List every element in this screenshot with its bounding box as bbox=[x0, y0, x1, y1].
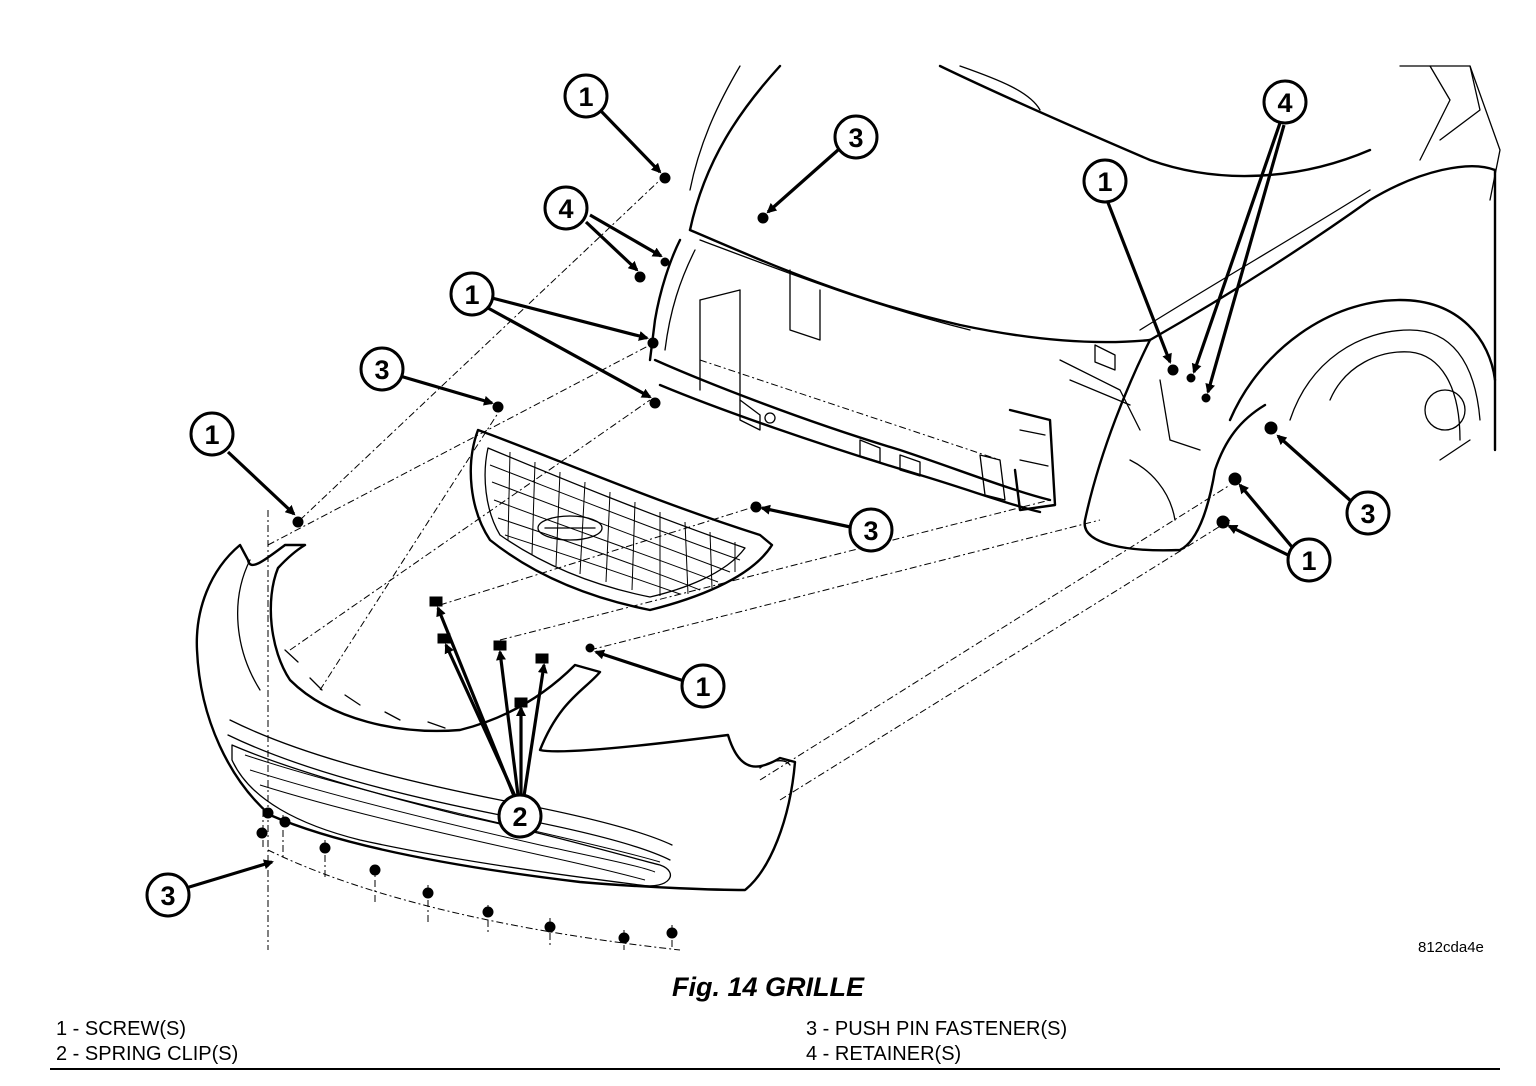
push-pin-marker bbox=[256, 827, 268, 839]
callout-1: 1 bbox=[1082, 158, 1128, 204]
push-pin-marker bbox=[422, 887, 434, 899]
grille-mesh bbox=[489, 451, 741, 596]
callout-1: 1 bbox=[1286, 537, 1332, 583]
svg-text:1: 1 bbox=[1301, 546, 1316, 576]
figure-code: 812cda4e bbox=[1418, 939, 1484, 956]
callout-1: 1 bbox=[449, 271, 495, 317]
push-pin-marker bbox=[1264, 421, 1278, 435]
svg-text:4: 4 bbox=[558, 194, 573, 224]
svg-text:1: 1 bbox=[578, 82, 593, 112]
retainer-marker bbox=[634, 271, 646, 283]
bumper-fascia bbox=[195, 543, 797, 892]
legend-item-screws: 1 - SCREW(S) bbox=[56, 1018, 186, 1040]
grille bbox=[469, 428, 774, 612]
retainer-marker bbox=[1186, 373, 1196, 383]
push-pin-marker bbox=[618, 932, 630, 944]
push-pin-marker bbox=[279, 816, 291, 828]
callout-4: 4 bbox=[543, 185, 589, 231]
screw-marker bbox=[292, 516, 304, 528]
callout-1: 1 bbox=[189, 411, 235, 457]
screw-marker bbox=[649, 397, 661, 409]
callout-1: 1 bbox=[680, 663, 726, 709]
svg-text:1: 1 bbox=[204, 420, 219, 450]
push-pin-marker bbox=[750, 501, 762, 513]
push-pin-marker bbox=[482, 906, 494, 918]
screw-marker bbox=[647, 337, 659, 349]
legend-item-retainers: 4 - RETAINER(S) bbox=[806, 1043, 962, 1065]
push-pin-marker bbox=[262, 807, 274, 819]
push-pin-marker bbox=[319, 842, 331, 854]
callout-1: 1 bbox=[563, 73, 609, 119]
callout-3: 3 bbox=[145, 872, 191, 918]
spring-clip-marker bbox=[429, 596, 443, 607]
callouts: 1 3 4 1 3 1 1 4 bbox=[145, 73, 1391, 918]
svg-text:1: 1 bbox=[695, 672, 710, 702]
screw-marker bbox=[1167, 364, 1179, 376]
push-pin-marker bbox=[757, 212, 769, 224]
push-pin-marker bbox=[544, 921, 556, 933]
legend-item-spring-clips: 2 - SPRING CLIP(S) bbox=[56, 1043, 239, 1065]
spring-clip-marker bbox=[535, 653, 549, 664]
screw-marker bbox=[1228, 472, 1242, 486]
callout-3: 3 bbox=[359, 346, 405, 392]
svg-text:4: 4 bbox=[1277, 88, 1292, 118]
svg-text:3: 3 bbox=[848, 123, 863, 153]
svg-text:3: 3 bbox=[863, 516, 878, 546]
callout-3: 3 bbox=[1345, 490, 1391, 536]
vehicle-body bbox=[648, 64, 1501, 552]
retainer-marker bbox=[660, 257, 670, 267]
callout-4: 4 bbox=[1262, 79, 1308, 125]
callout-2: 2 bbox=[497, 793, 543, 839]
retainer-marker bbox=[1201, 393, 1211, 403]
bottom-rule bbox=[50, 1068, 1500, 1070]
legend-item-push-pin-fasteners: 3 - PUSH PIN FASTENER(S) bbox=[806, 1018, 1068, 1040]
svg-text:2: 2 bbox=[512, 802, 527, 832]
svg-text:3: 3 bbox=[374, 355, 389, 385]
screw-marker bbox=[585, 643, 595, 653]
push-pin-marker bbox=[492, 401, 504, 413]
alignment-lines bbox=[262, 179, 1231, 951]
screw-marker bbox=[659, 172, 671, 184]
svg-text:3: 3 bbox=[1360, 499, 1375, 529]
push-pin-marker bbox=[369, 864, 381, 876]
screw-marker bbox=[1216, 515, 1230, 529]
fasteners bbox=[256, 172, 1278, 944]
figure-title: Fig. 14 GRILLE bbox=[671, 972, 865, 1002]
spring-clip-marker bbox=[514, 697, 528, 708]
svg-text:1: 1 bbox=[1097, 167, 1112, 197]
leader-arrows bbox=[185, 108, 1354, 890]
grille-emblem bbox=[537, 515, 603, 541]
callout-3: 3 bbox=[833, 114, 879, 160]
svg-text:3: 3 bbox=[160, 881, 175, 911]
svg-text:1: 1 bbox=[464, 280, 479, 310]
spring-clip-marker bbox=[493, 640, 507, 651]
push-pin-marker bbox=[666, 927, 678, 939]
callout-3: 3 bbox=[848, 507, 894, 553]
